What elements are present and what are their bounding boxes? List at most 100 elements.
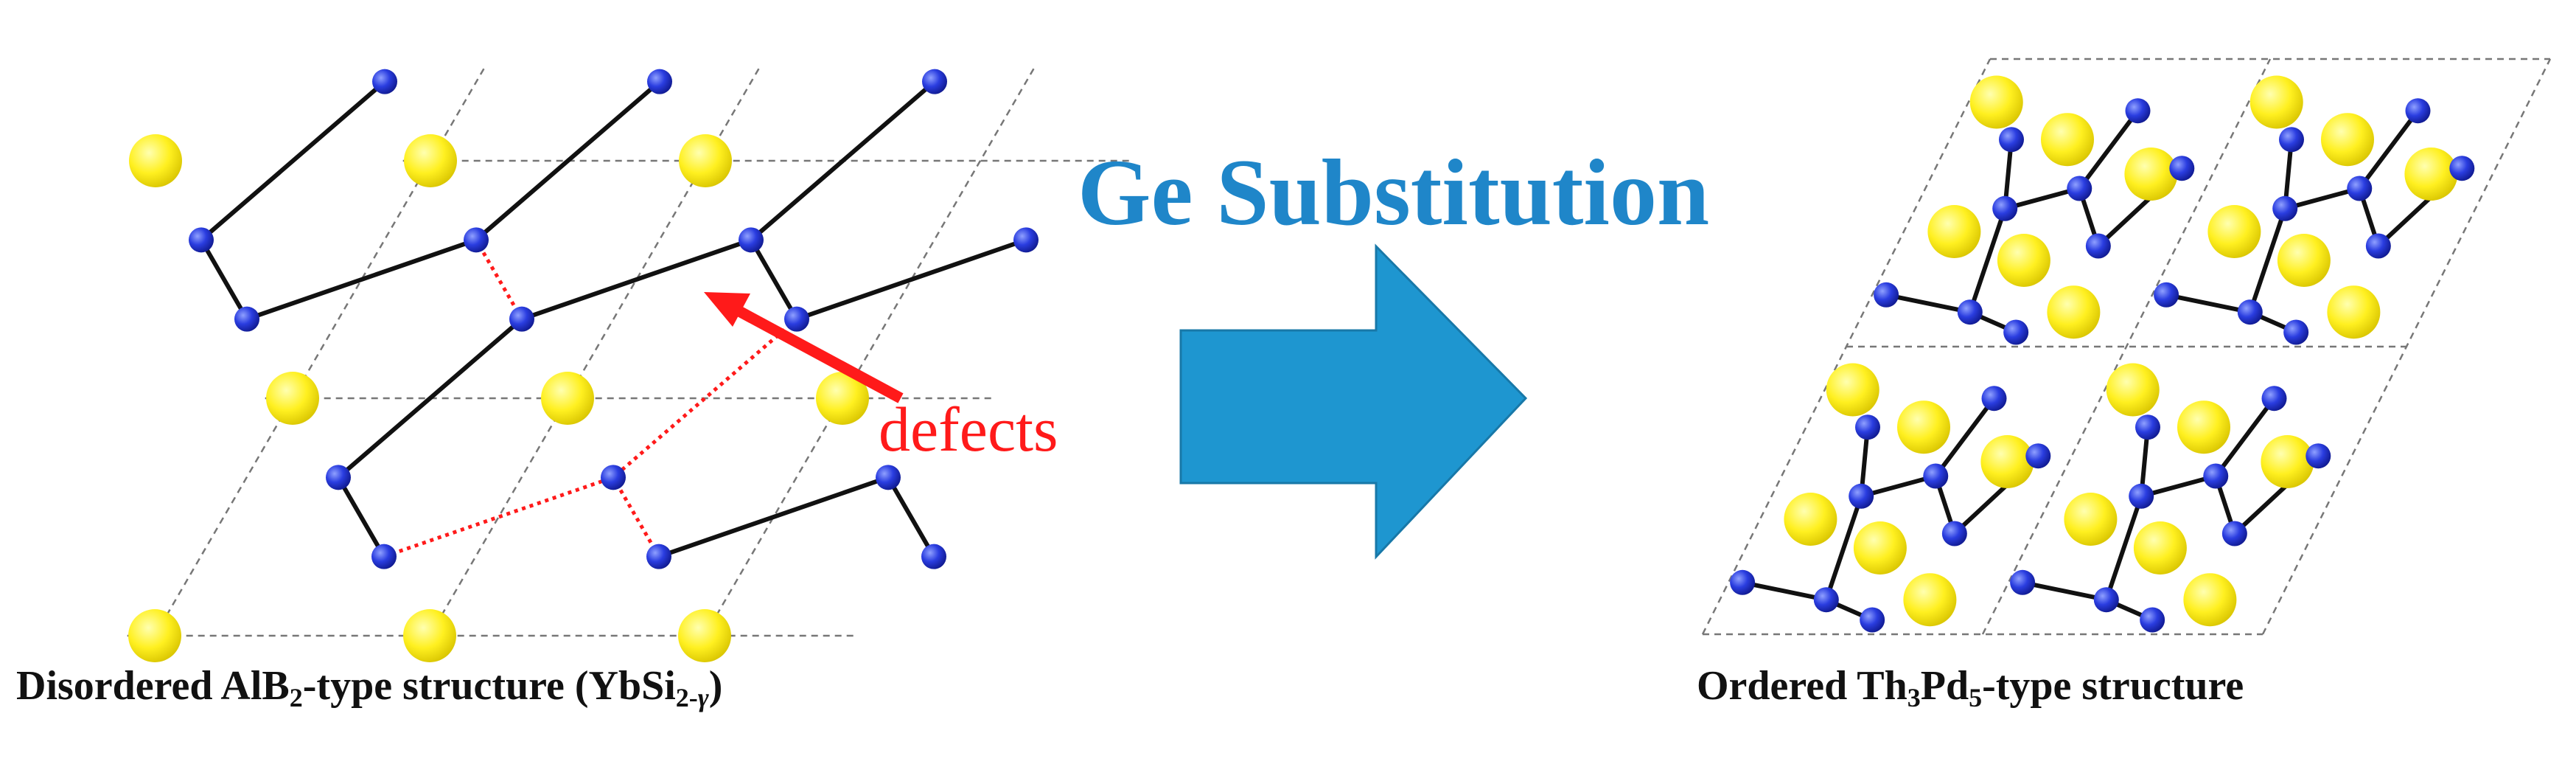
pd-atom <box>2067 176 2092 201</box>
bond <box>2003 186 2082 211</box>
pd-atom <box>2261 386 2287 412</box>
pd-atom <box>2365 233 2391 259</box>
pd-atom <box>1981 386 2007 412</box>
pd-atom <box>2221 521 2247 546</box>
bond <box>2213 396 2277 479</box>
th-atom <box>2047 285 2101 339</box>
bond <box>520 237 753 322</box>
bond <box>245 237 478 322</box>
th-atom <box>2249 75 2303 129</box>
bond <box>2283 186 2362 211</box>
si-atom <box>234 306 259 332</box>
cell-edge <box>2261 58 2552 635</box>
pd-atom <box>1813 587 1839 613</box>
pd-atom <box>2003 319 2029 345</box>
yb-atom <box>403 609 456 662</box>
th3pd5-lattice <box>1701 58 2552 636</box>
pd-atom <box>2283 319 2309 345</box>
bond <box>1823 493 1864 603</box>
bond <box>2077 108 2140 191</box>
th-atom <box>2207 205 2261 258</box>
si-atom <box>921 544 946 569</box>
si-atom <box>647 69 672 94</box>
pd-atom <box>2347 176 2373 201</box>
th-atom <box>2277 234 2331 287</box>
yb-atom <box>266 372 319 425</box>
pd-atom <box>2010 569 2036 595</box>
th-atom <box>2064 493 2118 546</box>
th-atom <box>1853 521 1907 575</box>
th-atom <box>1927 205 1981 258</box>
pd-atom <box>2169 156 2195 181</box>
bond <box>1740 580 1829 603</box>
pd-atom <box>1874 282 1899 308</box>
pd-atoms <box>1730 98 2475 633</box>
si-atom <box>464 227 489 253</box>
bond <box>474 79 662 243</box>
th-atom <box>2177 400 2230 454</box>
bond <box>2139 473 2219 499</box>
yb-atom <box>679 134 732 187</box>
si-atom <box>876 465 901 490</box>
pd-atom <box>2306 443 2331 469</box>
th-atom <box>2133 521 2187 575</box>
pd-atom <box>2154 282 2179 308</box>
th-atom <box>2321 113 2374 167</box>
th-atom <box>2124 148 2178 201</box>
alb2-lattice <box>127 65 1132 662</box>
si-atom <box>922 69 947 94</box>
cell-edge <box>703 65 1036 636</box>
bond <box>336 316 524 480</box>
defect-bond <box>474 239 524 320</box>
bond <box>657 475 890 559</box>
pd-atom <box>1992 195 2018 221</box>
th-atom <box>2404 148 2458 201</box>
pd-atom <box>2203 463 2229 489</box>
si-atom <box>784 306 809 332</box>
bond <box>336 475 386 559</box>
th-atom <box>1903 573 1957 627</box>
th-atom <box>1997 234 2050 287</box>
bond <box>1884 292 1972 315</box>
pd-atom <box>2125 98 2151 124</box>
pd-atom <box>2272 195 2298 221</box>
cell-edge <box>1701 58 1992 635</box>
diagram-title: Ge Substitution <box>1078 140 1710 245</box>
unit-cell-outline <box>127 65 1132 637</box>
bond <box>2247 206 2288 315</box>
yb-atom <box>128 609 181 662</box>
si-atom <box>739 227 764 253</box>
th-atom <box>2261 435 2314 488</box>
left-caption: Disordered AlB2-type structure (YbSi2-γ) <box>16 663 723 712</box>
pd-atom <box>1941 521 1967 546</box>
bond <box>199 237 249 322</box>
defect-pointer-arrow <box>704 292 904 403</box>
bond <box>1967 206 2008 315</box>
pd-atom <box>2405 98 2431 124</box>
yb-atom <box>129 134 182 187</box>
bond <box>199 79 387 243</box>
pd-atom <box>2129 483 2154 509</box>
pd-atom <box>2025 443 2051 469</box>
th-atom <box>2041 113 2094 167</box>
pd-atom <box>1957 299 1983 325</box>
cell-edge <box>1981 58 2272 635</box>
pd-atom <box>2449 156 2475 181</box>
pd-atom <box>2140 607 2165 633</box>
bond <box>1933 396 1997 479</box>
unit-cell-outline <box>1701 58 2552 636</box>
th-atom <box>2183 573 2237 627</box>
yb-atom <box>404 134 457 187</box>
yb-atoms <box>128 134 869 662</box>
si-atom <box>509 306 534 332</box>
th-atoms <box>1784 75 2458 627</box>
pd-atom <box>1999 127 2024 153</box>
si-atom <box>1013 227 1039 253</box>
th-atom <box>1980 435 2034 488</box>
th-atom <box>1897 400 1950 454</box>
right-caption: Ordered Th3Pd5-type structure <box>1697 663 2244 712</box>
pd-atom <box>2085 233 2111 259</box>
defects-label: defects <box>879 394 1058 465</box>
bond <box>749 79 937 243</box>
th-atom <box>2327 285 2381 339</box>
